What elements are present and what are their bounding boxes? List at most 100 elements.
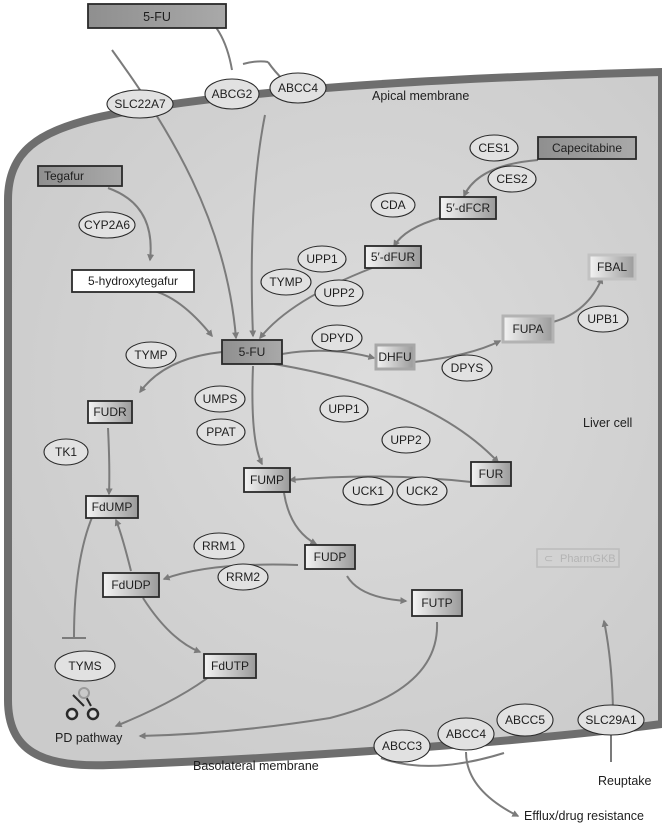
box-futp bbox=[411, 589, 463, 617]
enzyme-tyms bbox=[54, 650, 116, 682]
box-5-fu-external bbox=[87, 3, 227, 29]
enzyme-upb1-label: UPB1 bbox=[587, 312, 619, 326]
box-fdump bbox=[85, 495, 139, 519]
box-futp-label: FUTP bbox=[421, 596, 452, 610]
enzyme-uck2-label: UCK2 bbox=[406, 484, 438, 498]
pharmgkb-watermark-text: PharmGKB bbox=[560, 553, 616, 565]
box-5-dfur-label: 5′-dFUR bbox=[371, 250, 416, 264]
box-capecitabine bbox=[537, 136, 637, 160]
enzyme-upp2-upper-label: UPP2 bbox=[323, 286, 355, 300]
enzyme-ces1-label: CES1 bbox=[478, 141, 510, 155]
enzyme-rrm1-label: RRM1 bbox=[202, 539, 236, 553]
liver-cell-label: Liver cell bbox=[583, 416, 632, 430]
box-5-dfur bbox=[364, 245, 422, 269]
metabolite-boxes: 5-FU Tegafur Capecitabine 5′-dFCR 5′-dFU… bbox=[37, 3, 637, 679]
enzyme-abcc4-apical-label: ABCC4 bbox=[278, 81, 318, 95]
pharmgkb-logo-icon: ⊂ bbox=[544, 553, 553, 565]
box-5-dfcr bbox=[439, 196, 497, 220]
enzyme-slc22a7-label: SLC22A7 bbox=[114, 97, 166, 111]
arrows bbox=[62, 9, 614, 817]
enzyme-abcc5 bbox=[496, 703, 554, 737]
box-fdudp-label: FdUDP bbox=[111, 578, 150, 592]
enzyme-dpyd-label: DPYD bbox=[320, 331, 354, 345]
box-tegafur bbox=[37, 165, 123, 187]
box-fump-label: FUMP bbox=[250, 473, 284, 487]
enzyme-abcc3 bbox=[373, 729, 431, 763]
enzyme-cyp2a6 bbox=[78, 211, 136, 239]
enzyme-upp1-lower-label: UPP1 bbox=[328, 402, 360, 416]
enzyme-upp1-lower bbox=[319, 395, 369, 423]
basolateral-membrane-label: Basolateral membrane bbox=[193, 759, 319, 773]
enzyme-tk1-label: TK1 bbox=[55, 445, 77, 459]
enzyme-uck1 bbox=[342, 476, 394, 506]
enzyme-abcc4-apical bbox=[269, 72, 327, 104]
box-fdudp bbox=[102, 572, 160, 598]
box-fdutp bbox=[203, 653, 257, 679]
box-fbal-label: FBAL bbox=[597, 260, 627, 274]
enzyme-rrm1 bbox=[193, 532, 245, 560]
box-5-hydroxytegafur-label: 5-hydroxytegafur bbox=[88, 274, 178, 288]
box-dhfu-label: DHFU bbox=[378, 350, 411, 364]
enzyme-ovals: SLC22A7 ABCG2 ABCC4 CES1 CES2 CDA CYP2A6… bbox=[43, 72, 645, 763]
enzyme-tymp-upper bbox=[260, 268, 312, 296]
box-fudp-label: FUDP bbox=[314, 550, 347, 564]
enzyme-rrm2-label: RRM2 bbox=[226, 570, 260, 584]
enzyme-tymp-lower-label: TYMP bbox=[134, 348, 167, 362]
box-tegafur-label: Tegafur bbox=[44, 169, 84, 183]
enzyme-abcc5-label: ABCC5 bbox=[505, 713, 545, 727]
enzyme-abcg2 bbox=[204, 78, 260, 110]
box-fudr bbox=[87, 400, 133, 424]
box-5-fu-external-label: 5-FU bbox=[143, 10, 171, 24]
enzyme-umps bbox=[194, 385, 246, 413]
box-fupa-label: FUPA bbox=[512, 322, 543, 336]
box-fbal bbox=[587, 253, 637, 281]
enzyme-slc22a7 bbox=[106, 89, 174, 119]
enzyme-dpys bbox=[441, 354, 493, 382]
enzyme-ces1 bbox=[469, 134, 519, 162]
pd-pathway-icon bbox=[65, 687, 100, 721]
box-capecitabine-label: Capecitabine bbox=[552, 141, 622, 155]
pharmgkb-watermark bbox=[536, 548, 620, 568]
enzyme-tyms-label: TYMS bbox=[68, 659, 101, 673]
enzyme-tymp-lower bbox=[125, 341, 177, 369]
enzyme-rrm2 bbox=[217, 563, 269, 591]
enzyme-upb1 bbox=[577, 305, 629, 333]
box-fur-label: FUR bbox=[479, 467, 504, 481]
enzyme-slc29a1 bbox=[577, 704, 645, 736]
enzyme-uck1-label: UCK1 bbox=[352, 484, 384, 498]
box-5-fu-central bbox=[221, 339, 283, 365]
enzyme-ppat bbox=[196, 418, 246, 446]
enzyme-dpyd bbox=[311, 324, 363, 352]
enzyme-abcc4-basolateral bbox=[437, 717, 495, 751]
enzyme-upp2-lower-label: UPP2 bbox=[390, 433, 422, 447]
enzyme-cda-label: CDA bbox=[380, 198, 405, 212]
enzyme-tk1 bbox=[43, 438, 89, 466]
apical-membrane-label: Apical membrane bbox=[372, 89, 469, 103]
reuptake-label: Reuptake bbox=[598, 774, 652, 788]
box-fdump-label: FdUMP bbox=[92, 500, 133, 514]
pd-pathway-label: PD pathway bbox=[55, 731, 123, 745]
enzyme-ces2-label: CES2 bbox=[496, 172, 528, 186]
box-5-hydroxytegafur bbox=[71, 269, 195, 293]
efflux-label: Efflux/drug resistance bbox=[524, 809, 644, 823]
box-fdutp-label: FdUTP bbox=[211, 659, 249, 673]
enzyme-uck2 bbox=[396, 476, 448, 506]
enzyme-upp2-lower bbox=[381, 426, 431, 454]
box-fump bbox=[243, 467, 291, 493]
enzyme-umps-label: UMPS bbox=[203, 392, 238, 406]
box-fupa bbox=[501, 314, 555, 344]
enzyme-abcc4-basolateral-label: ABCC4 bbox=[446, 727, 486, 741]
enzyme-upp2-upper bbox=[314, 279, 364, 307]
enzyme-cda bbox=[370, 192, 416, 218]
enzyme-upp1-upper bbox=[297, 245, 347, 273]
enzyme-ppat-label: PPAT bbox=[206, 425, 236, 439]
enzyme-abcg2-label: ABCG2 bbox=[212, 87, 253, 101]
enzyme-tymp-upper-label: TYMP bbox=[269, 275, 302, 289]
box-fudr-label: FUDR bbox=[93, 405, 127, 419]
enzyme-upp1-upper-label: UPP1 bbox=[306, 252, 338, 266]
enzyme-dpys-label: DPYS bbox=[451, 361, 484, 375]
box-5-fu-central-label: 5-FU bbox=[239, 345, 266, 359]
enzyme-abcc3-label: ABCC3 bbox=[382, 739, 422, 753]
box-5-dfcr-label: 5′-dFCR bbox=[446, 201, 491, 215]
